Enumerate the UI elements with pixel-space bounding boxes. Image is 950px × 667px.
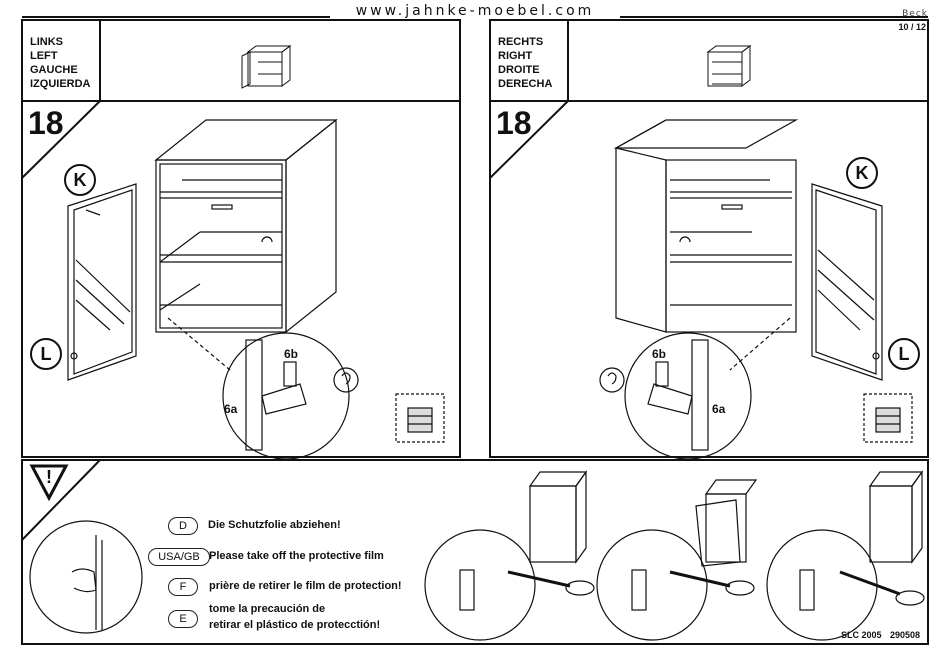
cabinet-left	[154, 118, 338, 334]
lang-label: RIGHT	[498, 50, 533, 62]
adjust-step-3	[766, 470, 925, 641]
step-number-left: 18	[28, 105, 64, 141]
footer-code: SLC 2005	[841, 630, 882, 640]
door-right	[811, 183, 883, 381]
door-left	[67, 183, 137, 381]
hinge-detail-right	[599, 317, 791, 460]
warning-text-e-line1: tome la precaución de	[209, 603, 326, 615]
step-number-right: 18	[496, 105, 532, 141]
language-list-right: RECHTS RIGHT DROITE DERECHA	[498, 35, 552, 91]
adjust-step-1	[424, 470, 595, 641]
lang-label: RECHTS	[498, 36, 544, 48]
part-k-label-left: K	[64, 164, 96, 196]
language-list-left: LINKS LEFT GAUCHE IZQUIERDA	[30, 35, 91, 91]
lang-label: GAUCHE	[30, 64, 78, 76]
parts-box-right	[863, 393, 913, 443]
part-k-label-right: K	[846, 157, 878, 189]
brand-name: Beck	[902, 9, 928, 19]
lang-code-d: D	[168, 517, 198, 535]
cabinet-thumbnail-left	[241, 45, 292, 89]
page-number: 10 / 12	[898, 22, 926, 32]
cabinet-right	[613, 119, 799, 333]
warning-symbol: !	[46, 467, 52, 487]
warning-text-f: prière de retirer le film de protection!	[209, 580, 402, 592]
warning-text-gb: Please take off the protective film	[209, 550, 384, 562]
warning-text-e-line2: retirar el plástico de protecctión!	[209, 619, 381, 631]
lang-code-f: F	[168, 578, 198, 596]
website-url: www.jahnke-moebel.com	[355, 3, 595, 19]
lang-label: IZQUIERDA	[30, 78, 91, 90]
hinge-detail-left	[167, 317, 359, 460]
peel-film-detail	[29, 520, 143, 634]
warning-triangle-icon	[29, 464, 69, 502]
lang-label: DROITE	[498, 64, 540, 76]
warning-text-d: Die Schutzfolie abziehen!	[208, 519, 341, 531]
callout-6a-right: 6a	[712, 402, 726, 416]
callout-6b-left: 6b	[284, 347, 299, 361]
lang-code-usa-gb: USA/GB	[148, 548, 210, 566]
cabinet-thumbnail-right	[706, 45, 752, 87]
callout-6a-left: 6a	[224, 402, 238, 416]
adjust-step-2	[596, 479, 758, 641]
footer-date: 290508	[890, 630, 921, 640]
callout-6b-right: 6b	[652, 347, 667, 361]
lang-code-e: E	[168, 610, 198, 628]
lang-label: DERECHA	[498, 78, 553, 90]
lang-label: LINKS	[30, 36, 63, 48]
part-l-label-right: L	[888, 338, 920, 370]
parts-box-left	[395, 393, 445, 443]
part-l-label-left: L	[30, 338, 62, 370]
lang-label: LEFT	[30, 50, 58, 62]
